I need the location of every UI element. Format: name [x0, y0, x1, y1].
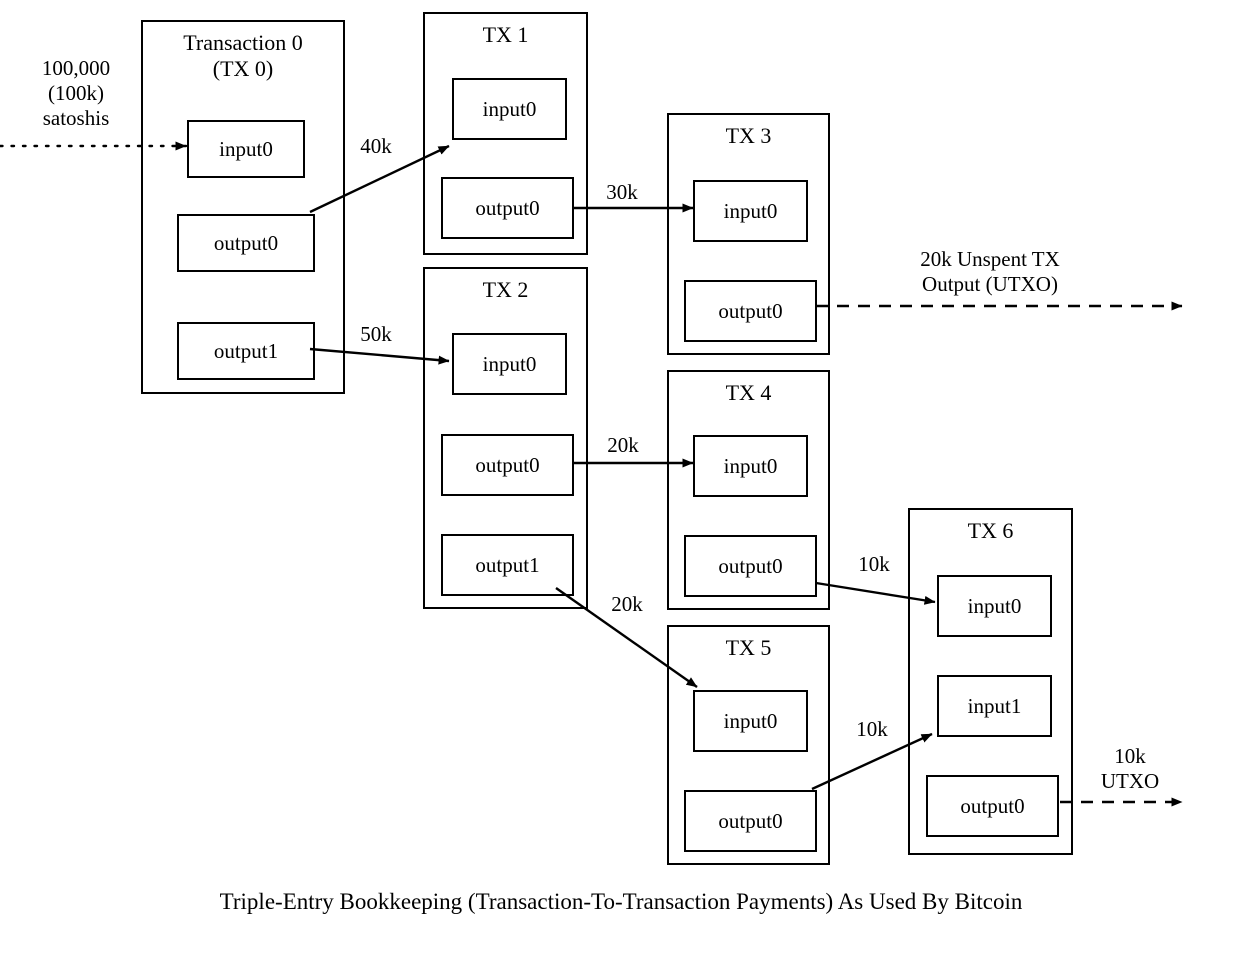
tx4-output0-label: output0 [718, 553, 783, 578]
tx1-output0[interactable]: output0 [441, 177, 574, 239]
tx5-title: TX 5 [725, 635, 772, 660]
tx3-input0[interactable]: input0 [693, 180, 808, 242]
tx1-title: TX 1 [482, 22, 529, 47]
tx4-input0-label: input0 [723, 453, 778, 478]
tx5-output0-label: output0 [718, 808, 783, 833]
flow-label-20k-tx5: 20k [611, 592, 643, 616]
transaction-box-tx3[interactable]: TX 3 input0 output0 [667, 113, 830, 355]
tx6-input0[interactable]: input0 [937, 575, 1052, 637]
tx0-input0[interactable]: input0 [187, 120, 305, 178]
diagram-caption: Triple-Entry Bookkeeping (Transaction-To… [219, 889, 1023, 914]
tx5-input0-label: input0 [723, 708, 778, 733]
tx6-output0-label: output0 [960, 793, 1025, 818]
tx2-title: TX 2 [482, 277, 529, 302]
transaction-box-tx2[interactable]: TX 2 input0 output0 output1 [423, 267, 588, 609]
flow-label-10k-tx6-input0: 10k [858, 552, 890, 576]
tx6-input0-label: input0 [967, 593, 1022, 618]
flow-label-40k: 40k [360, 134, 392, 158]
tx2-input0[interactable]: input0 [452, 333, 567, 395]
tx6-output0[interactable]: output0 [926, 775, 1059, 837]
tx6-title: TX 6 [967, 518, 1014, 543]
tx0-output1-label: output1 [213, 338, 279, 363]
tx2-output1[interactable]: output1 [441, 534, 574, 596]
tx3-title: TX 3 [725, 123, 772, 148]
tx3-output0[interactable]: output0 [684, 280, 817, 342]
flow-label-50k: 50k [360, 322, 392, 346]
tx0-output0[interactable]: output0 [177, 214, 315, 272]
source-amount-label: 100,000 (100k) satoshis [41, 56, 111, 130]
tx5-output0[interactable]: output0 [684, 790, 817, 852]
transaction-box-tx5[interactable]: TX 5 input0 output0 [667, 625, 830, 865]
tx4-output0[interactable]: output0 [684, 535, 817, 597]
tx2-output0[interactable]: output0 [441, 434, 574, 496]
tx3-input0-label: input0 [723, 198, 778, 223]
utxo-20k-label: 20k Unspent TX Output (UTXO) [920, 247, 1060, 296]
tx1-input0-label: input0 [482, 96, 537, 121]
tx3-output0-label: output0 [718, 298, 783, 323]
tx2-output0-label: output0 [475, 452, 540, 477]
tx2-output1-label: output1 [475, 552, 540, 577]
flow-label-10k-tx6-input1: 10k [856, 717, 888, 741]
tx0-output0-label: output0 [213, 230, 279, 255]
transaction-box-tx0[interactable]: Transaction 0 (TX 0) input0 output0 outp… [141, 20, 345, 394]
tx0-output1[interactable]: output1 [177, 322, 315, 380]
transaction-box-tx1[interactable]: TX 1 input0 output0 [423, 12, 588, 255]
flow-label-30k: 30k [606, 180, 638, 204]
flow-label-20k-tx4: 20k [607, 433, 639, 457]
tx2-input0-label: input0 [482, 351, 537, 376]
tx1-output0-label: output0 [475, 195, 540, 220]
tx4-title: TX 4 [725, 380, 772, 405]
transaction-box-tx6[interactable]: TX 6 input0 input1 output0 [908, 508, 1073, 855]
tx5-input0[interactable]: input0 [693, 690, 808, 752]
tx6-input1[interactable]: input1 [937, 675, 1052, 737]
tx0-title: Transaction 0 (TX 0) [183, 30, 303, 81]
tx0-input0-label: input0 [219, 136, 273, 161]
transaction-box-tx4[interactable]: TX 4 input0 output0 [667, 370, 830, 610]
tx4-input0[interactable]: input0 [693, 435, 808, 497]
tx6-input1-label: input1 [967, 693, 1022, 718]
tx1-input0[interactable]: input0 [452, 78, 567, 140]
utxo-10k-label: 10k UTXO [1100, 744, 1160, 793]
